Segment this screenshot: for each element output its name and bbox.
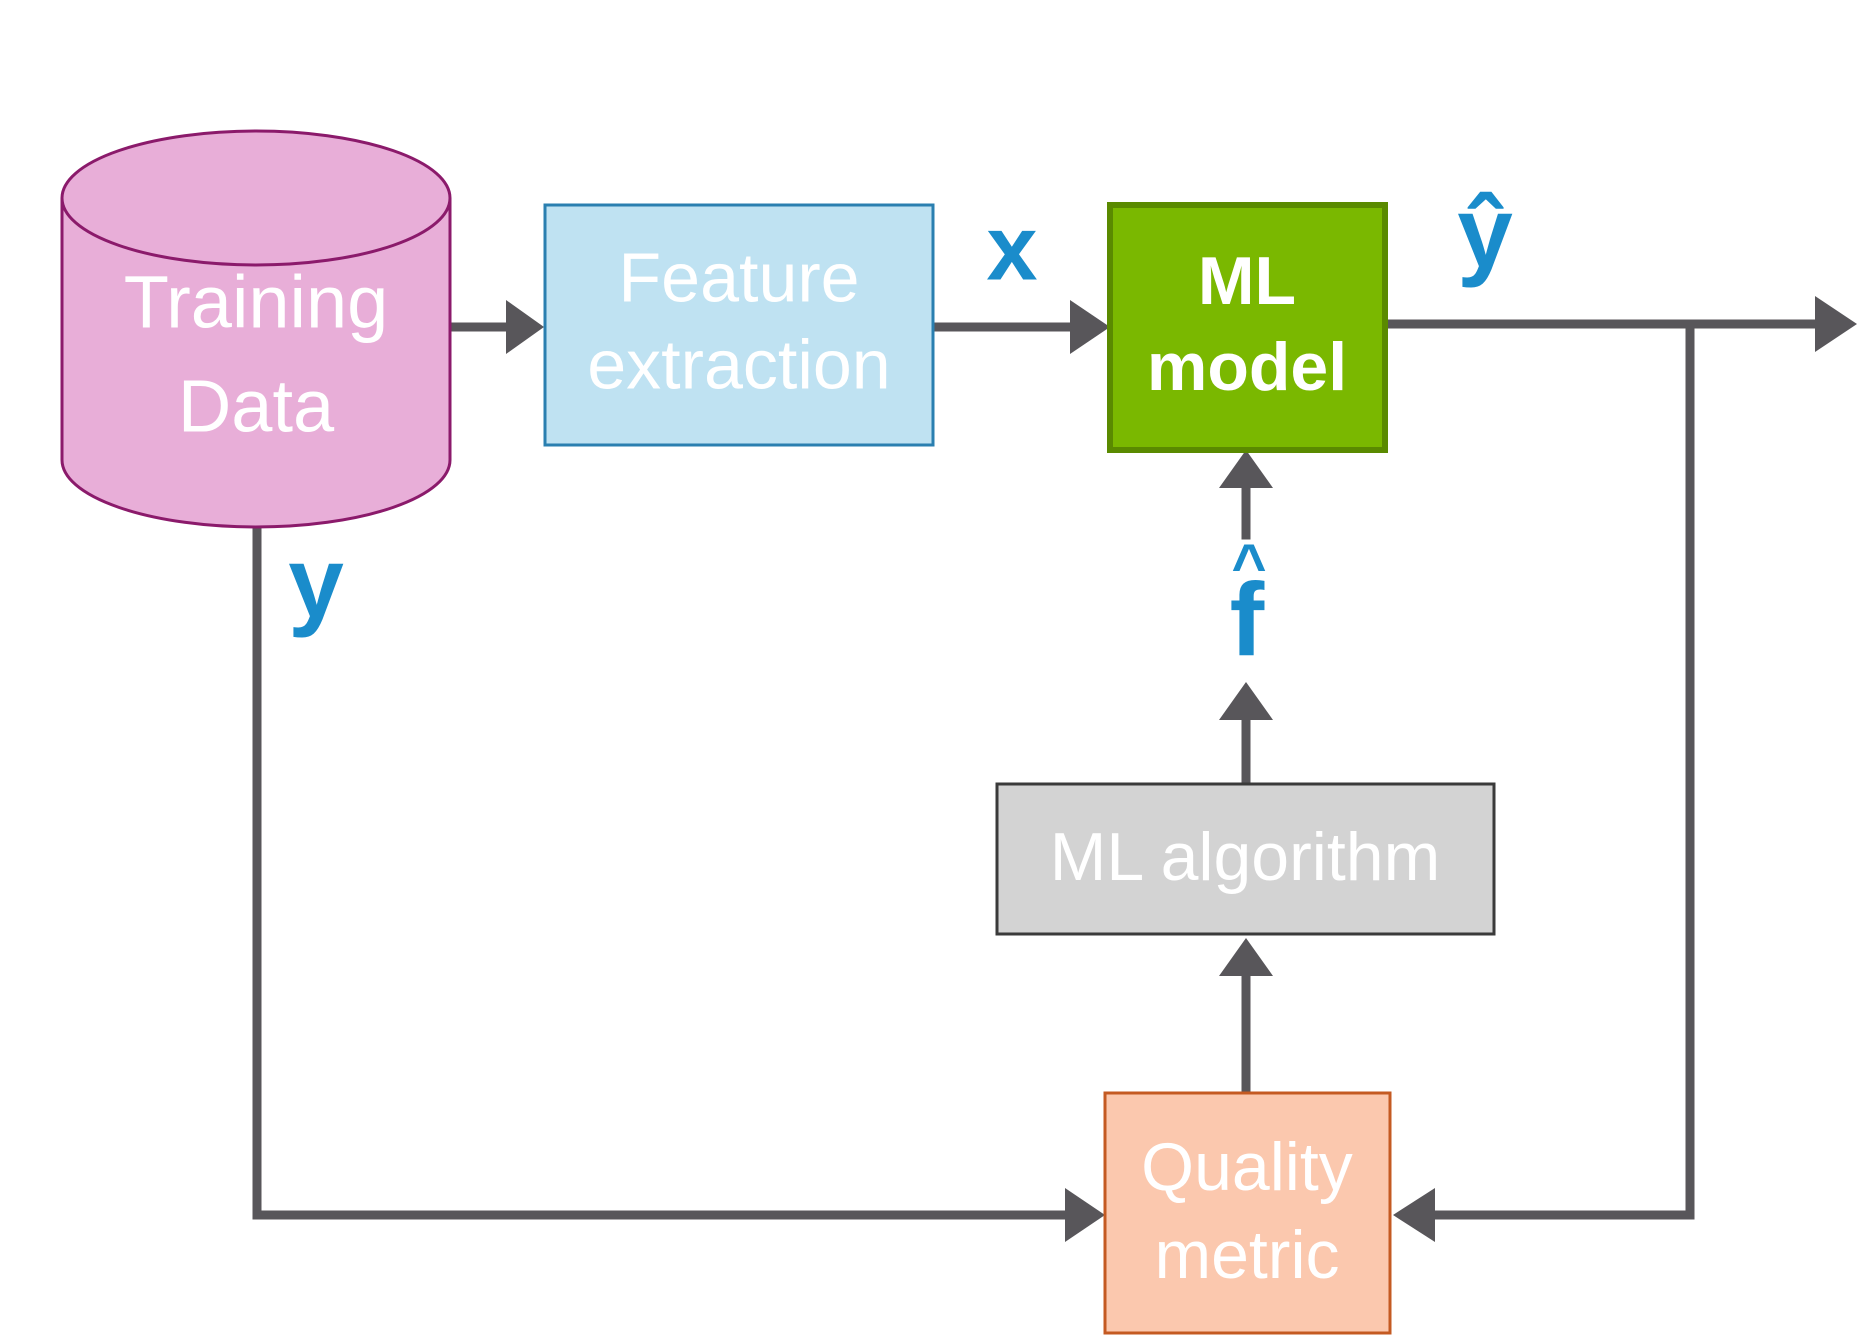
training-data-label-line1: Training [124, 261, 389, 344]
training-data-label-line2: Data [178, 365, 335, 448]
arrowhead-data-to-features [506, 300, 544, 354]
ml-model-rect [1107, 202, 1388, 453]
quality-metric-rect [1103, 1091, 1392, 1335]
arrowhead-yhat-to-metric [1393, 1188, 1435, 1242]
ml-algorithm-label: ML algorithm [1050, 819, 1441, 895]
ml-model-box: ML model [1107, 202, 1388, 453]
arrowhead-algorithm-to-fhat [1219, 682, 1273, 720]
variable-x: x [986, 197, 1037, 299]
feature-extraction-label-line1: Feature [618, 238, 859, 316]
cylinder-top [60, 129, 452, 267]
arrowhead-y-to-metric [1065, 1188, 1105, 1242]
quality-metric-label-line2: metric [1154, 1217, 1339, 1293]
quality-metric-box: Quality metric [1103, 1091, 1392, 1335]
ml-model-label-line1: ML [1198, 243, 1296, 319]
cylinder-body [60, 198, 452, 529]
training-data-cylinder: Training Data [60, 129, 452, 529]
variable-f-hat-caret: ^ [1231, 532, 1266, 599]
variable-y-hat: ŷ [1457, 176, 1513, 288]
variable-f-hat: f [1230, 562, 1265, 678]
feature-extraction-box: Feature extraction [543, 203, 935, 447]
ml-model-label-line2: model [1147, 329, 1347, 405]
arrowhead-metric-to-algorithm [1219, 938, 1273, 976]
arrowhead-features-to-model [1070, 300, 1110, 354]
arrowhead-fhat-to-model [1219, 450, 1273, 488]
feature-extraction-rect [543, 203, 935, 447]
variable-y: y [288, 526, 344, 638]
ml-algorithm-rect [995, 782, 1496, 936]
arrowhead-model-output [1815, 296, 1857, 352]
feature-extraction-label-line2: extraction [587, 325, 890, 403]
quality-metric-label-line1: Quality [1141, 1129, 1353, 1205]
ml-algorithm-box: ML algorithm [995, 782, 1496, 936]
